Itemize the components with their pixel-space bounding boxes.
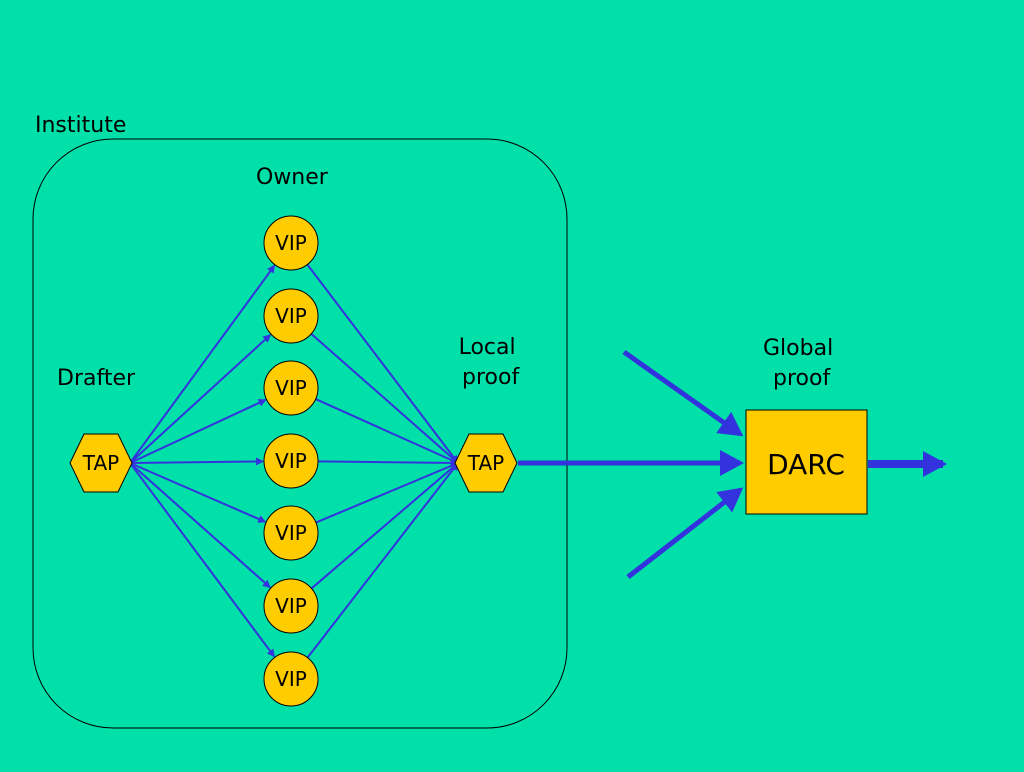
vip-circle	[263, 505, 319, 561]
drafter-arrow-5	[129, 462, 267, 523]
vip-circle	[263, 651, 319, 707]
vip-label: VIP	[275, 594, 307, 618]
vip-circle	[263, 215, 319, 271]
vip-label: VIP	[275, 231, 307, 255]
vip-circle	[263, 360, 319, 416]
global-proof-label: Global proof	[763, 336, 834, 391]
tap-label: TAP	[82, 451, 119, 475]
drafter-to-owner-arrows	[129, 264, 276, 658]
incoming-arrow-lower	[626, 487, 744, 579]
drafter-arrow-7	[129, 462, 276, 658]
vip-node-5: VIP	[263, 505, 319, 561]
vip-circle	[263, 288, 319, 344]
tap-hexagon	[454, 433, 518, 493]
vip-label: VIP	[275, 376, 307, 400]
local-proof-tap-node: TAP	[454, 433, 518, 493]
drafter-tap-node: TAP	[69, 433, 133, 493]
owner-arrow-4	[317, 458, 459, 467]
tap-label: TAP	[467, 451, 504, 475]
owner-arrow-6	[310, 462, 459, 590]
drafter-arrow-1	[129, 264, 276, 464]
vip-label: VIP	[275, 667, 307, 691]
vip-label: VIP	[275, 449, 307, 473]
drafter-arrow-2	[129, 334, 272, 464]
darc-label: DARC	[767, 448, 845, 481]
darc-node: DARC	[745, 409, 868, 515]
vip-node-4: VIP	[263, 433, 319, 489]
vip-circle	[263, 578, 319, 634]
vip-label: VIP	[275, 304, 307, 328]
vip-circle	[263, 433, 319, 489]
owner-arrow-5	[315, 462, 459, 524]
vip-node-3: VIP	[263, 360, 319, 416]
owner-label: Owner	[256, 165, 328, 190]
institute-label: Institute	[35, 113, 127, 138]
drafter-arrow-6	[129, 462, 271, 589]
owner-arrow-7	[306, 462, 459, 659]
owner-arrow-3	[315, 398, 459, 464]
owner-vip-group: VIP VIP VIP VIP VIP VIP VIP	[263, 215, 319, 707]
drafter-label: Drafter	[57, 366, 136, 391]
drafter-arrow-3	[129, 398, 267, 464]
vip-node-2: VIP	[263, 288, 319, 344]
vip-node-1: VIP	[263, 215, 319, 271]
institute-boundary	[32, 138, 568, 729]
vip-node-7: VIP	[263, 651, 319, 707]
local-proof-label: Local proof	[458, 335, 520, 390]
darc-box	[745, 409, 868, 515]
owner-to-local-proof-arrows	[306, 263, 459, 659]
incoming-arrow-upper	[622, 349, 744, 437]
drafter-arrow-4	[129, 457, 265, 466]
tap-hexagon	[69, 433, 133, 493]
vip-label: VIP	[275, 521, 307, 545]
owner-arrow-2	[310, 333, 459, 464]
vip-node-6: VIP	[263, 578, 319, 634]
owner-arrow-1	[306, 263, 459, 464]
